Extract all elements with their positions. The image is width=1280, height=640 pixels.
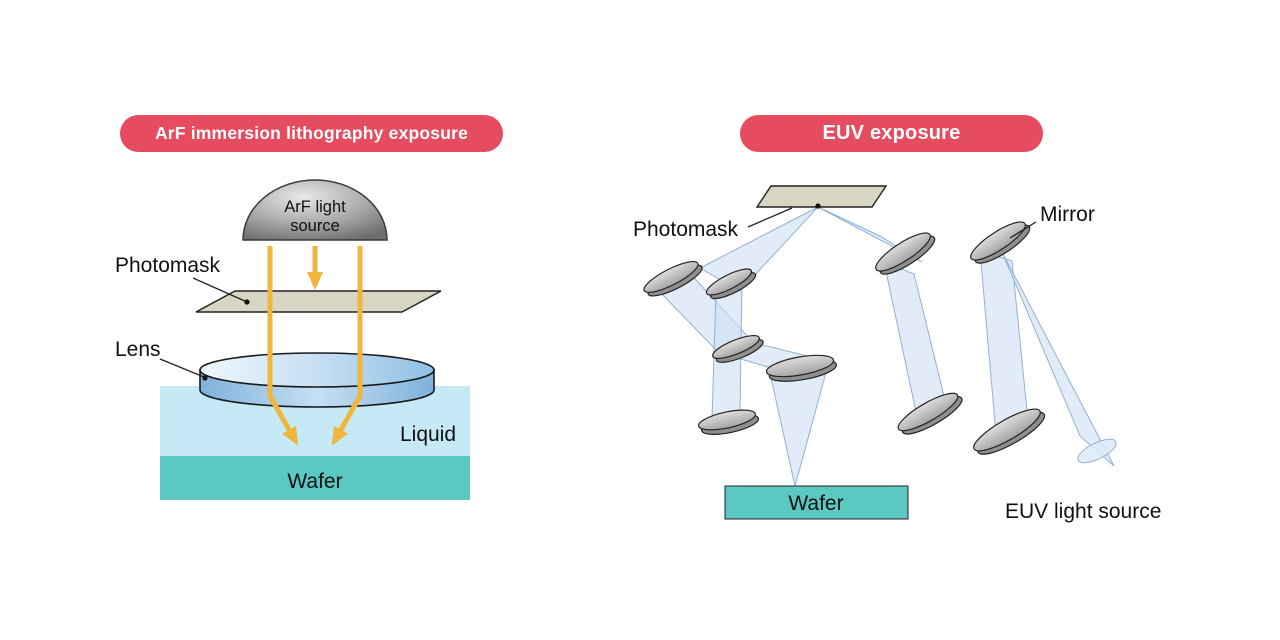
mirror-9-face [973, 408, 1041, 452]
mirror-4 [765, 354, 837, 382]
photomask-leader-line [192, 277, 248, 303]
mirror-3 [712, 335, 764, 363]
photomask-left-shape [195, 290, 442, 313]
photomask-right-leader-line [747, 207, 793, 228]
wafer-left-label: Wafer [287, 470, 342, 493]
photomask-left-label: Photomask [115, 254, 221, 277]
arf-light-source-dome [242, 179, 388, 241]
euv-diagram: Wafer Photomask Mirror EUV light source [633, 185, 1161, 523]
arf-header-pill: ArF immersion lithography exposure [120, 115, 503, 152]
photomask-right-shape [755, 185, 888, 208]
beam-right-1 [883, 261, 947, 413]
arf-light-source-label-line1: ArF light [284, 198, 346, 216]
arf-light-source-label-line2: source [290, 217, 340, 235]
mirror-8-face [897, 392, 959, 432]
mirror-6 [875, 232, 936, 275]
euv-header-title: EUV exposure [822, 122, 961, 144]
euv-light-source-label: EUV light source [1005, 500, 1161, 523]
mirror-label: Mirror [1040, 203, 1095, 226]
mirror-8 [897, 392, 963, 435]
mirror-5 [697, 409, 760, 435]
liquid-label: Liquid [400, 423, 456, 446]
mirror-6-face [875, 232, 931, 272]
lens-label: Lens [115, 338, 161, 361]
arf-header-title: ArF immersion lithography exposure [154, 123, 469, 143]
mirror-2-face [705, 268, 753, 296]
photomask-leader-dot [244, 299, 250, 305]
mirror-2 [705, 268, 757, 300]
beam-right-2 [979, 250, 1029, 435]
light-ray-left [267, 246, 299, 446]
mirror-leader-line [1009, 221, 1037, 239]
photomask-focus-dot [815, 203, 821, 209]
beam-to-wafer [769, 364, 829, 487]
arf-diagram: ArF light source Photomask Lens Liquid W… [115, 179, 470, 500]
euv-header-pill: EUV exposure [740, 115, 1043, 152]
mirror-1 [643, 261, 703, 297]
wafer-left [160, 456, 470, 500]
wafer-right-label: Wafer [788, 492, 843, 515]
lens-leader-dot [202, 375, 208, 381]
photomask-right-label: Photomask [633, 218, 739, 241]
euv-source-cap [1077, 438, 1117, 464]
mirror-1-face [643, 261, 699, 293]
mirror-7-face [970, 221, 1026, 261]
mirror-5-face [697, 409, 757, 431]
mirror-3-face [712, 335, 760, 359]
wafer-right [724, 485, 909, 520]
light-ray-right [331, 246, 363, 446]
mirror-9 [973, 408, 1046, 455]
mirror-4-face [765, 354, 835, 378]
lens-top-shape [199, 352, 435, 388]
lens-leader-line [159, 358, 205, 378]
